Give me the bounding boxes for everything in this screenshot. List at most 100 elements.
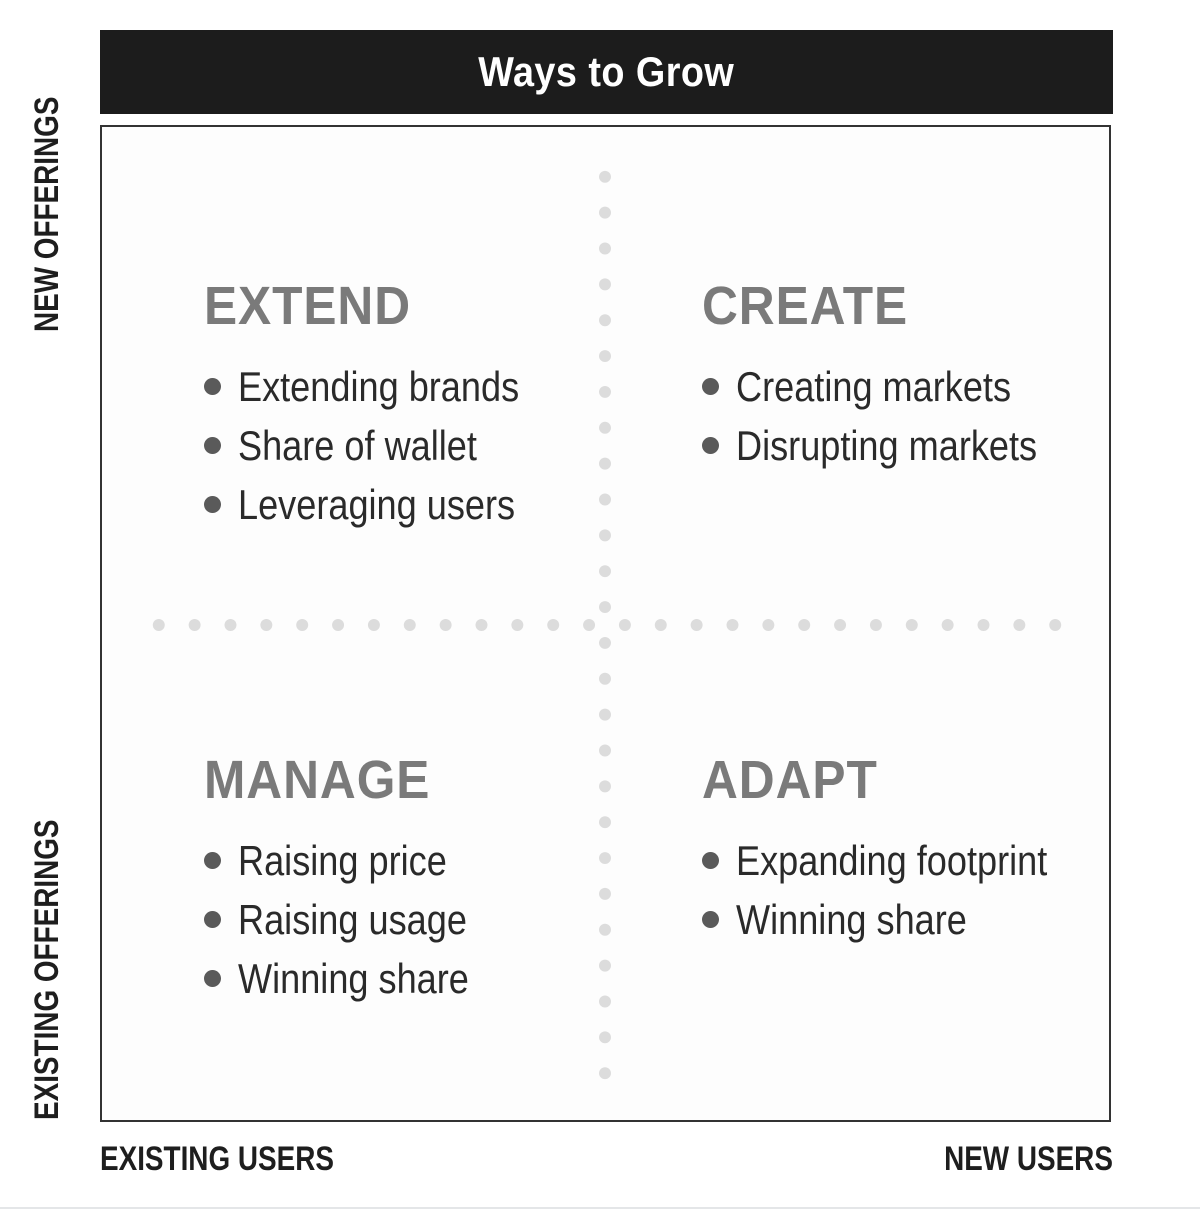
divider-dot: [599, 816, 611, 829]
divider-dot: [599, 278, 611, 291]
bullet-icon: [702, 378, 719, 395]
list-item: Share of wallet: [204, 416, 565, 475]
list-item: Leveraging users: [204, 475, 565, 534]
divider-dot: [332, 619, 345, 631]
bullet-list-create: Creating markets Disrupting markets: [702, 357, 1086, 475]
list-item: Disrupting markets: [702, 416, 1086, 475]
y-axis-label-bottom: EXISTING OFFERINGS: [28, 819, 66, 1120]
divider-dot: [977, 619, 990, 631]
divider-dot: [599, 421, 611, 434]
list-item-text: Raising price: [238, 836, 447, 884]
bullet-icon: [204, 437, 221, 454]
bullet-icon: [204, 970, 221, 987]
list-item: Extending brands: [204, 357, 565, 416]
list-item: Raising price: [204, 831, 506, 890]
divider-dot: [599, 708, 611, 721]
divider-dot: [599, 601, 611, 614]
bullet-icon: [204, 852, 221, 869]
list-item-text: Creating markets: [736, 362, 1012, 410]
divider-dot: [152, 619, 165, 631]
bullet-list-extend: Extending brands Share of wallet Leverag…: [204, 357, 565, 534]
divider-dot: [905, 619, 918, 631]
divider-dot: [188, 619, 201, 631]
divider-dot: [599, 959, 611, 972]
diagram-title: Ways to Grow: [478, 48, 735, 95]
divider-dot: [1013, 619, 1026, 631]
divider-dot: [583, 619, 596, 631]
quadrant-heading-extend: EXTEND: [204, 276, 412, 336]
bullet-icon: [702, 911, 719, 928]
bullet-icon: [702, 852, 719, 869]
divider-dot: [726, 619, 739, 631]
divider-dot: [599, 995, 611, 1008]
list-item-text: Expanding footprint: [736, 836, 1048, 884]
quadrant-adapt: ADAPT Expanding footprint Winning share: [702, 749, 1098, 949]
divider-dot: [941, 619, 954, 631]
divider-dot: [599, 1067, 611, 1080]
x-axis-label-right: NEW USERS: [944, 1140, 1113, 1178]
bullet-icon: [204, 911, 221, 928]
divider-dot: [599, 457, 611, 470]
divider-dot: [690, 619, 703, 631]
divider-dot: [762, 619, 775, 631]
divider-dot: [1049, 619, 1062, 631]
bullet-list-manage: Raising price Raising usage Winning shar…: [204, 831, 506, 1008]
quadrant-heading-manage: MANAGE: [204, 750, 431, 810]
quadrant-manage: MANAGE Raising price Raising usage Winni…: [204, 749, 506, 1008]
quadrant-create: CREATE Creating markets Disrupting marke…: [702, 275, 1086, 475]
divider-dot: [475, 619, 488, 631]
divider-dot: [618, 619, 631, 631]
divider-dot: [654, 619, 667, 631]
divider-dot: [224, 619, 237, 631]
divider-dot: [599, 923, 611, 936]
divider-dot: [599, 206, 611, 219]
list-item: Winning share: [204, 949, 506, 1008]
divider-dot: [260, 619, 273, 631]
bullet-list-adapt: Expanding footprint Winning share: [702, 831, 1098, 949]
divider-dot: [798, 619, 811, 631]
divider-dot: [599, 385, 611, 398]
x-axis-label-left: EXISTING USERS: [100, 1140, 334, 1178]
list-item-text: Share of wallet: [238, 421, 477, 469]
list-item: Expanding footprint: [702, 831, 1098, 890]
horizontal-divider: [152, 619, 1062, 631]
title-bar: Ways to Grow: [100, 30, 1113, 114]
divider-dot: [599, 350, 611, 363]
growth-matrix: EXTEND Extending brands Share of wallet …: [100, 125, 1111, 1122]
list-item-text: Winning share: [736, 895, 967, 943]
quadrant-extend: EXTEND Extending brands Share of wallet …: [204, 275, 565, 534]
list-item: Raising usage: [204, 890, 506, 949]
list-item-text: Winning share: [238, 954, 469, 1002]
quadrant-heading-create: CREATE: [702, 276, 909, 336]
list-item-text: Leveraging users: [238, 480, 516, 528]
divider-dot: [599, 887, 611, 900]
divider-dot: [599, 493, 611, 506]
divider-dot: [511, 619, 524, 631]
divider-dot: [599, 242, 611, 255]
divider-dot: [869, 619, 882, 631]
divider-dot: [599, 529, 611, 542]
vertical-divider: [599, 170, 611, 1080]
divider-dot: [599, 170, 611, 183]
divider-dot: [296, 619, 309, 631]
divider-dot: [599, 565, 611, 578]
list-item-text: Raising usage: [238, 895, 467, 943]
divider-dot: [599, 672, 611, 685]
divider-dot: [599, 636, 611, 649]
y-axis-label-top: NEW OFFERINGS: [28, 96, 66, 332]
divider-dot: [599, 1031, 611, 1044]
divider-dot: [599, 314, 611, 327]
divider-dot: [599, 852, 611, 865]
divider-dot: [834, 619, 847, 631]
divider-dot: [439, 619, 452, 631]
list-item-text: Extending brands: [238, 362, 520, 410]
bottom-divider: [0, 1207, 1200, 1209]
bullet-icon: [204, 378, 221, 395]
list-item: Winning share: [702, 890, 1098, 949]
divider-dot: [599, 780, 611, 793]
divider-dot: [547, 619, 560, 631]
list-item-text: Disrupting markets: [736, 421, 1038, 469]
divider-dot: [403, 619, 416, 631]
divider-dot: [367, 619, 380, 631]
bullet-icon: [702, 437, 719, 454]
